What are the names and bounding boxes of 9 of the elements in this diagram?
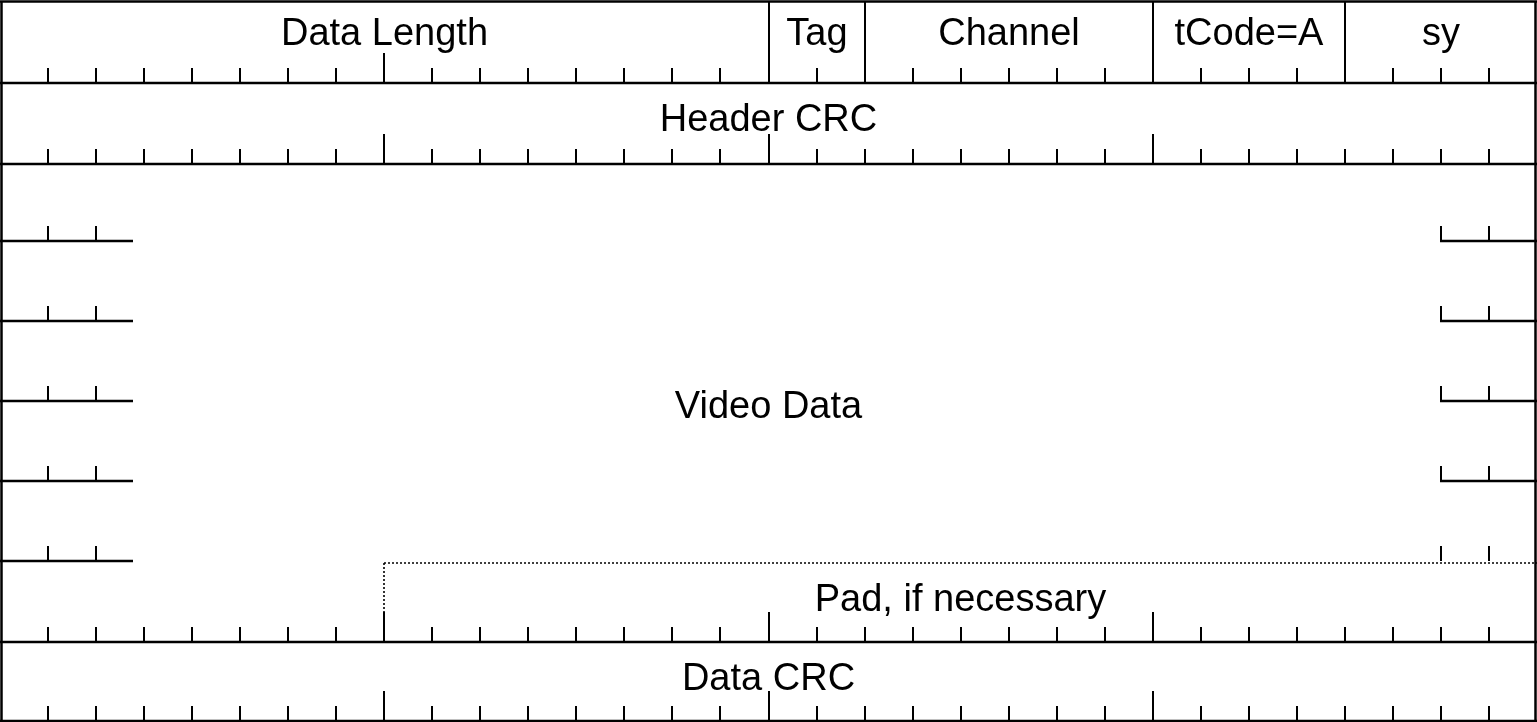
packet-field: Tag [769, 1, 865, 83]
packet-field: Channel [865, 1, 1153, 83]
packet-field: tCode=A [1153, 1, 1345, 83]
packet-field: Pad, if necessary [384, 563, 1537, 642]
packet-field: sy [1345, 1, 1537, 83]
packet-field: Video Data [0, 164, 1537, 563]
packet-field: Data CRC [0, 642, 1537, 721]
packet-field: Header CRC [0, 83, 1537, 164]
packet-field: Data Length [0, 1, 769, 83]
